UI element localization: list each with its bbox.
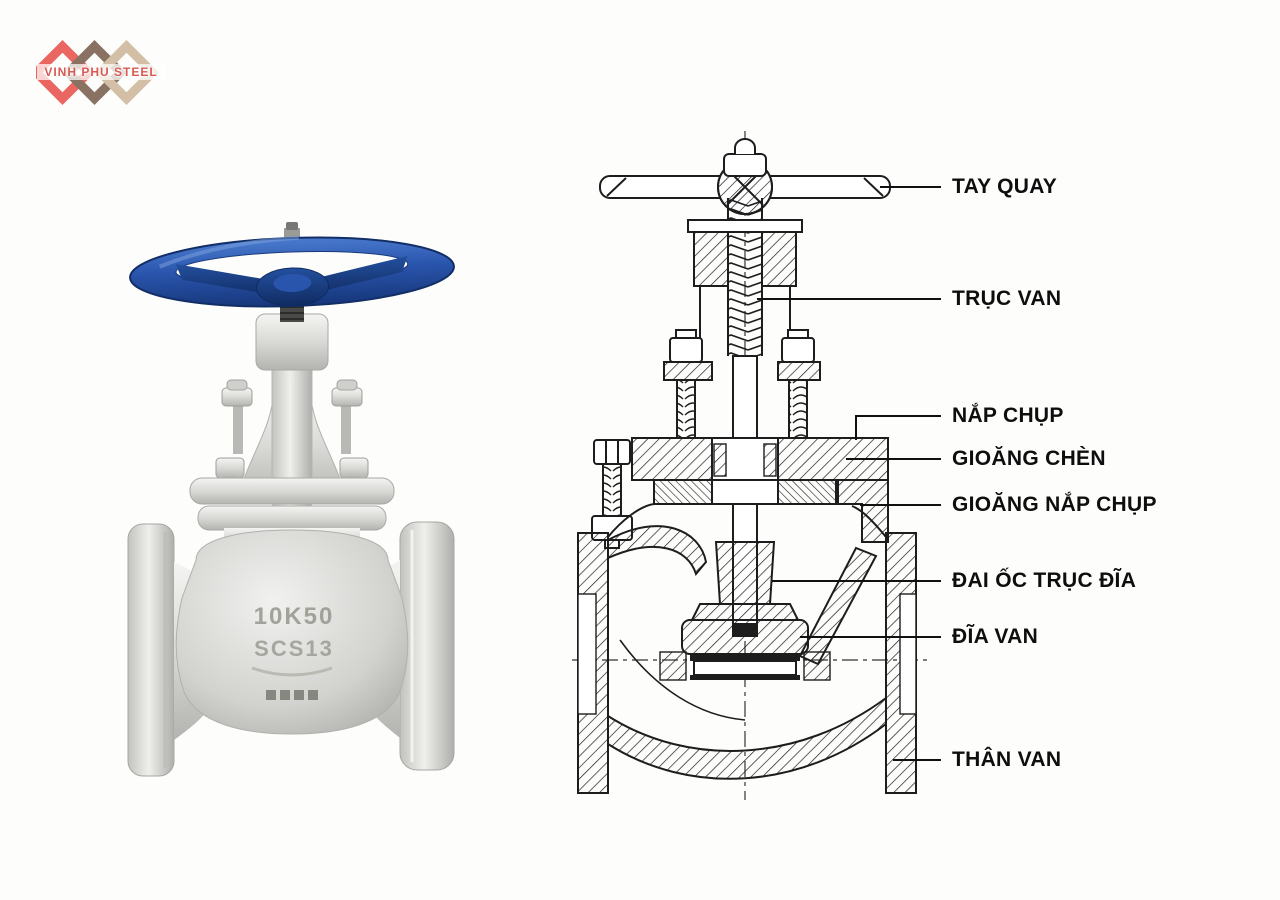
drawing-yoke-bolts (663, 329, 821, 439)
body-marking-stamps (266, 690, 318, 700)
logo-diamonds-icon (36, 39, 160, 106)
drawing-packing-gasket (653, 479, 837, 505)
body-marking-pressure: 10K50 (254, 603, 335, 630)
leader-nap-chup (855, 415, 941, 440)
part-label-nap-chup: NẮP CHỤP (952, 404, 1064, 427)
part-label-gioang-nap-chup: GIOĂNG NẮP CHỤP (952, 493, 1157, 516)
photo-handwheel (129, 235, 455, 308)
drawing-bonnet-gasket (837, 479, 889, 543)
part-label-than-van: THÂN VAN (952, 748, 1062, 771)
part-label-tay-quay: TAY QUAY (952, 175, 1058, 198)
drawing-bonnet (631, 437, 889, 481)
part-label-truc-van: TRỤC VAN (952, 287, 1062, 310)
part-label-dia-van: ĐĨA VAN (952, 625, 1039, 648)
vinh-phu-steel-logo: VINH PHU STEEL (36, 34, 166, 116)
part-label-dai-oc-truc-dia: ĐAI ỐC TRỤC ĐĨA (952, 569, 1137, 592)
drawing-disc (659, 619, 831, 681)
logo-wordmark: VINH PHU STEEL (37, 64, 165, 80)
body-marking-material: SCS13 (254, 636, 334, 661)
part-label-gioang-chen: GIOĂNG CHÈN (952, 447, 1106, 470)
drawing-gland-nut (687, 219, 803, 362)
leader-lines (757, 186, 941, 761)
photo-valve-body: 10K50 SCS13 (175, 529, 409, 735)
drawing-body (577, 503, 917, 794)
globe-valve-photo: 10K50 SCS13 (127, 222, 455, 777)
photo-yoke (215, 313, 369, 509)
